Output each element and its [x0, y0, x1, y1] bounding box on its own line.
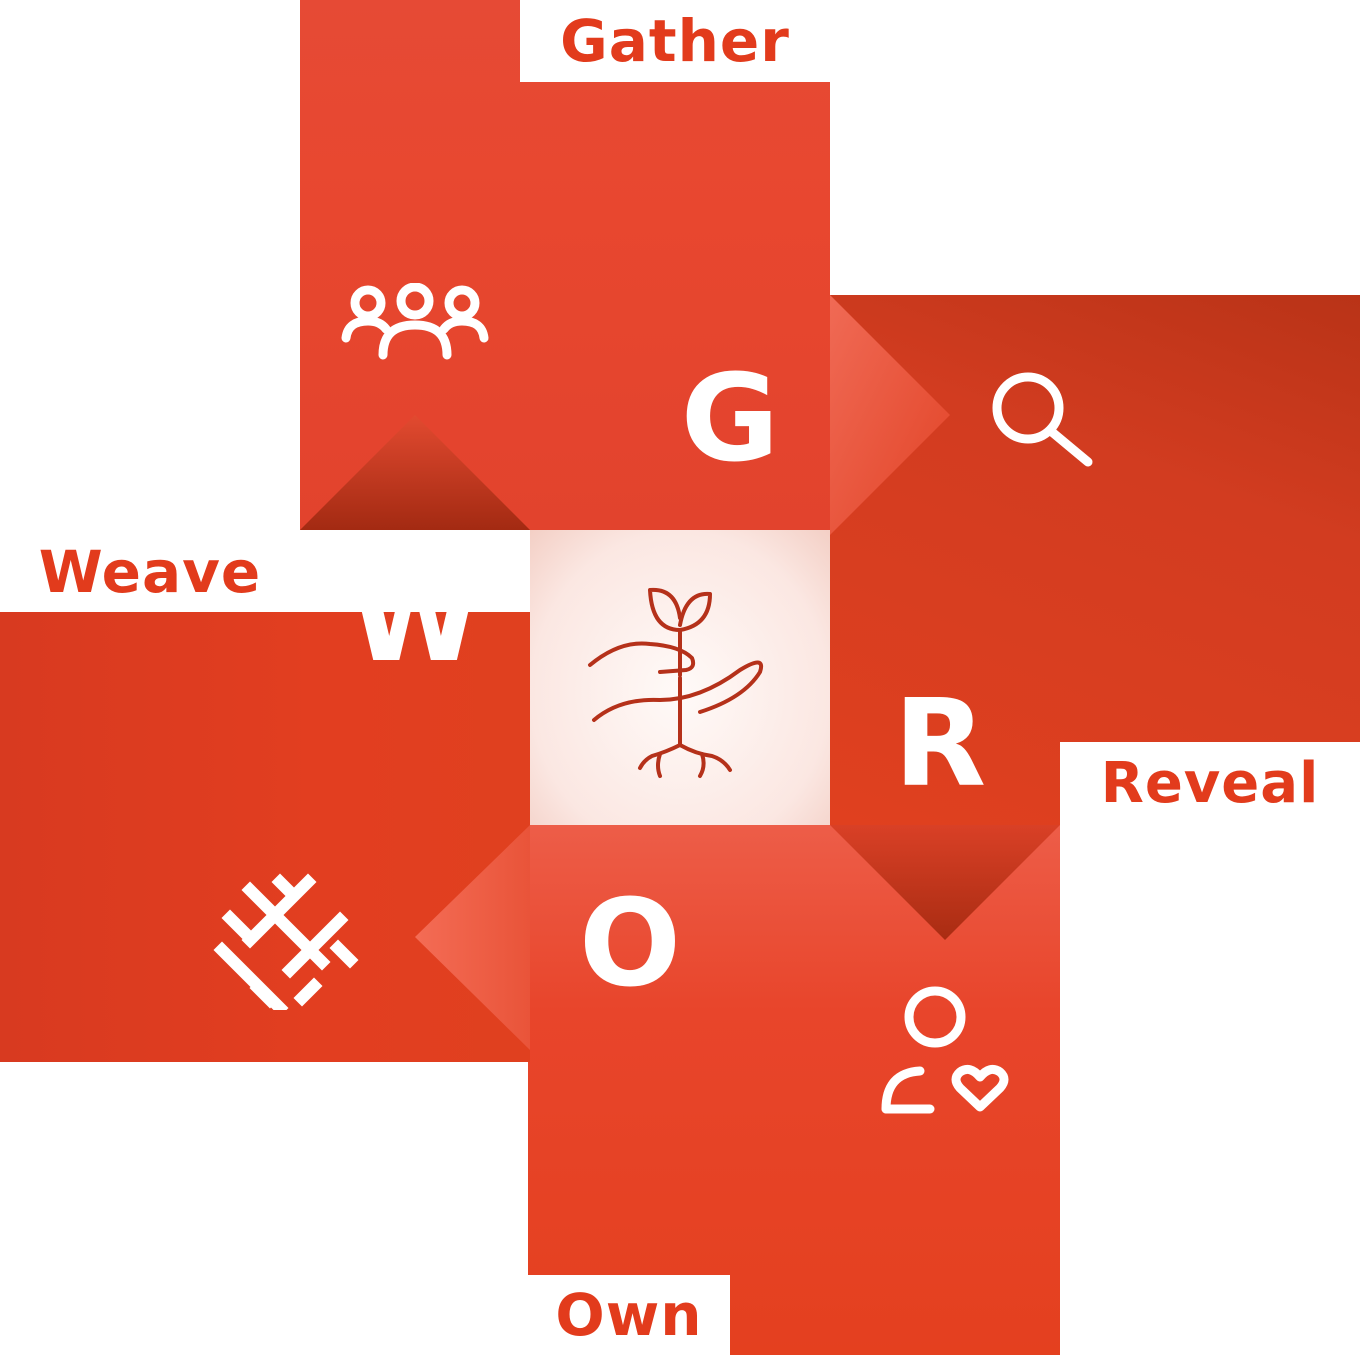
seedling-in-hand-icon — [588, 587, 763, 778]
person-heart-icon — [881, 986, 1009, 1114]
label-gather: Gather — [520, 0, 830, 82]
letter-r: R — [893, 675, 987, 814]
fold-arrow-reveal-to-own — [830, 825, 1060, 940]
people-group-icon — [341, 283, 489, 360]
letter-w: W — [348, 550, 482, 689]
label-weave: Weave — [0, 532, 300, 612]
fold-arrow-gather-to-reveal — [830, 295, 950, 535]
label-own: Own — [528, 1275, 730, 1355]
letter-g: G — [680, 350, 780, 489]
label-reveal: Reveal — [1060, 742, 1360, 825]
letter-o: O — [578, 875, 681, 1014]
fold-arrow-weave-to-gather — [300, 415, 530, 530]
magnifying-glass-icon — [992, 372, 1093, 467]
fold-arrow-own-to-weave — [415, 825, 530, 1050]
woven-pattern-icon — [213, 873, 359, 1010]
